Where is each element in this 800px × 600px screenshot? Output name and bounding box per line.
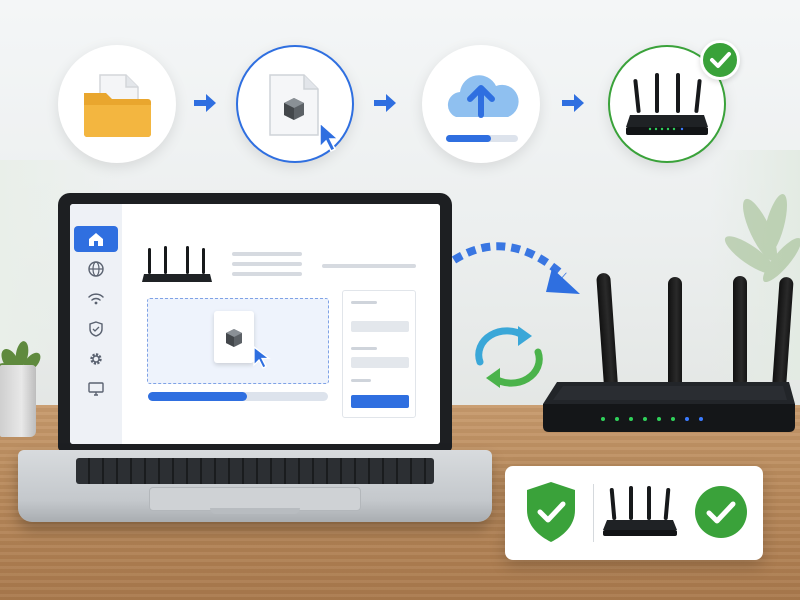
dashed-transfer-arrow-icon xyxy=(451,242,580,294)
field-label xyxy=(351,301,377,304)
wifi-router xyxy=(543,382,795,432)
globe-icon xyxy=(88,261,104,277)
firmware-drop-zone[interactable] xyxy=(147,298,329,384)
sidebar-item-devices[interactable] xyxy=(74,376,118,402)
router-antenna xyxy=(733,276,747,384)
firmware-package-icon xyxy=(226,329,242,347)
router-thumbnail-icon xyxy=(142,246,212,282)
field-label xyxy=(351,347,377,350)
laptop-hinge-lip xyxy=(210,508,300,514)
router-antenna xyxy=(668,277,682,385)
cloud-upload-icon xyxy=(447,75,519,118)
sidebar-item-internet[interactable] xyxy=(74,256,118,282)
keyboard xyxy=(76,458,434,484)
cursor-pointer-icon xyxy=(253,345,271,369)
gear-icon xyxy=(90,353,102,365)
home-icon xyxy=(89,233,103,246)
router-icon xyxy=(603,486,677,536)
field-label xyxy=(351,379,371,382)
sidebar-item-settings[interactable] xyxy=(74,346,118,372)
sidebar-item-security[interactable] xyxy=(74,316,118,342)
upgrade-button[interactable] xyxy=(351,395,409,408)
header-text-line xyxy=(322,264,416,268)
plant-pot xyxy=(0,365,36,437)
card-divider xyxy=(593,484,594,542)
arrow-right-icon xyxy=(194,94,216,112)
router-icon xyxy=(626,73,708,135)
upload-progress-bar xyxy=(148,392,328,401)
upload-progress-track xyxy=(446,135,518,142)
sidebar-item-wireless[interactable] xyxy=(74,286,118,312)
monitor-icon xyxy=(88,382,104,396)
upgrade-options-panel xyxy=(342,290,416,418)
step-upload-firmware xyxy=(422,45,540,163)
header-text-line xyxy=(232,252,302,256)
trackpad[interactable] xyxy=(149,487,361,511)
checkmark-icon xyxy=(710,52,731,68)
status-summary-card xyxy=(505,466,763,560)
wifi-icon xyxy=(88,293,104,305)
laptop-base xyxy=(18,450,492,522)
check-circle-icon xyxy=(695,486,747,538)
plant-right-icon xyxy=(724,194,800,283)
sync-refresh-icon xyxy=(475,326,543,388)
firmware-file-cursor-icon xyxy=(269,74,340,153)
step-select-file xyxy=(58,45,176,163)
shield-check-icon xyxy=(527,482,575,542)
option-field[interactable] xyxy=(351,357,409,368)
sidebar-item-home[interactable] xyxy=(74,226,118,252)
arrow-right-icon xyxy=(374,94,396,112)
step-firmware-file xyxy=(236,45,354,163)
header-text-line xyxy=(232,262,302,266)
option-field[interactable] xyxy=(351,321,409,332)
arrow-right-icon xyxy=(562,94,584,112)
app-sidebar xyxy=(70,204,122,444)
success-check-badge xyxy=(700,40,740,80)
router-admin-screen xyxy=(70,204,440,444)
app-main-panel xyxy=(122,204,440,444)
folder-document-icon xyxy=(84,74,151,137)
firmware-file-card[interactable] xyxy=(214,311,254,363)
header-text-line xyxy=(232,272,302,276)
shield-icon xyxy=(89,321,103,337)
upload-progress-fill xyxy=(148,392,247,401)
upload-progress-fill xyxy=(446,135,491,142)
